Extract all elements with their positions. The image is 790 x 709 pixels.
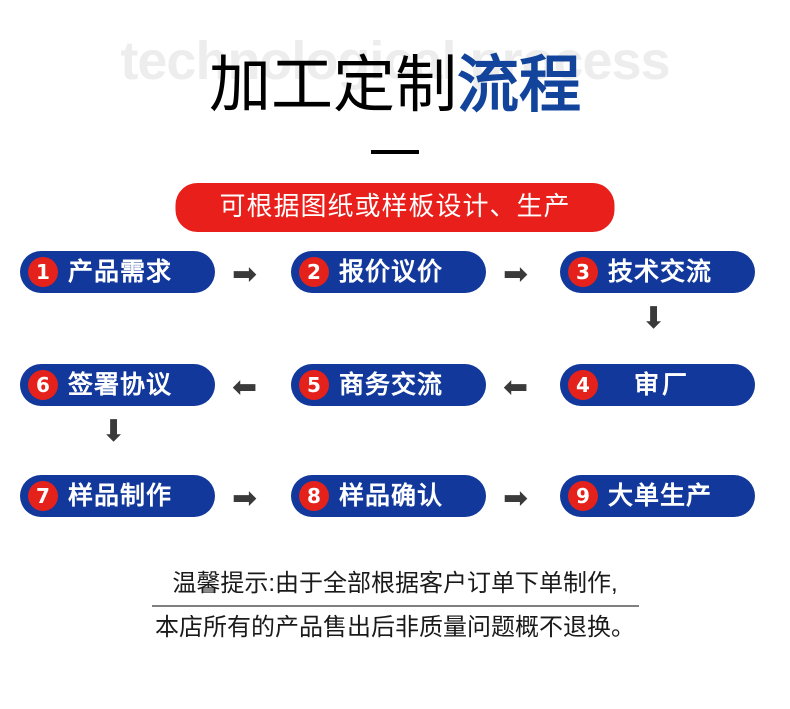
step-number-badge: 1 [28,257,58,287]
arrow-down-icon: ⬇ [101,414,127,449]
arrow-right-icon: ➡ [232,257,258,292]
subtitle-banner: 可根据图纸或样板设计、生产 [175,183,615,232]
footer-divider [151,605,639,607]
page-header: technological process 加工定制流程 [0,0,790,175]
step-label: 审厂 [634,370,691,399]
step-label: 签署协议 [68,370,173,399]
footer-note: 温馨提示:由于全部根据客户订单下单制作, 本店所有的产品售出后非质量问题概不退换… [0,566,790,646]
process-flow: 1 产品需求 ➡ 2 报价议价 ➡ 3 技术交流 ⬇ 6 签署协议 ⬅ 5 商务… [0,235,790,535]
flow-step-6[interactable]: 6 签署协议 [20,364,215,406]
flow-step-8[interactable]: 8 样品确认 [291,475,486,517]
arrow-left-icon: ⬅ [503,370,529,405]
step-label: 报价议价 [339,257,444,286]
flow-step-9[interactable]: 9 大单生产 [560,475,755,517]
page-title-black-part: 加工定制 [208,51,457,120]
step-label: 样品制作 [68,481,173,510]
flow-step-1[interactable]: 1 产品需求 [20,251,215,293]
step-number-badge: 2 [299,257,329,287]
step-label: 大单生产 [608,481,713,510]
step-label: 样品确认 [339,481,444,510]
title-divider [371,150,419,154]
step-label: 产品需求 [68,257,173,286]
step-number-badge: 7 [28,481,58,511]
arrow-left-icon: ⬅ [232,370,258,405]
flow-step-5[interactable]: 5 商务交流 [291,364,486,406]
flow-step-3[interactable]: 3 技术交流 [560,251,755,293]
flow-step-2[interactable]: 2 报价议价 [291,251,486,293]
banner-row: 可根据图纸或样板设计、生产 [0,175,790,233]
watermark-text: technological process [120,31,670,91]
step-number-badge: 3 [568,257,598,287]
step-label: 商务交流 [339,370,444,399]
step-label: 技术交流 [608,257,713,286]
flow-step-7[interactable]: 7 样品制作 [20,475,215,517]
flow-step-4[interactable]: 4 审厂 [560,364,755,406]
step-number-badge: 4 [568,370,598,400]
footer-line-2: 本店所有的产品售出后非质量问题概不退换。 [155,614,635,641]
step-number-badge: 5 [299,370,329,400]
step-number-badge: 6 [28,370,58,400]
page-title: 加工定制流程 [0,53,790,118]
step-number-badge: 8 [299,481,329,511]
step-number-badge: 9 [568,481,598,511]
footer-line-1: 温馨提示:由于全部根据客户订单下单制作, [172,570,618,597]
arrow-right-icon: ➡ [232,481,258,516]
arrow-right-icon: ➡ [503,257,529,292]
arrow-down-icon: ⬇ [641,301,667,336]
arrow-right-icon: ➡ [503,481,529,516]
page-title-blue-part: 流程 [457,51,582,120]
